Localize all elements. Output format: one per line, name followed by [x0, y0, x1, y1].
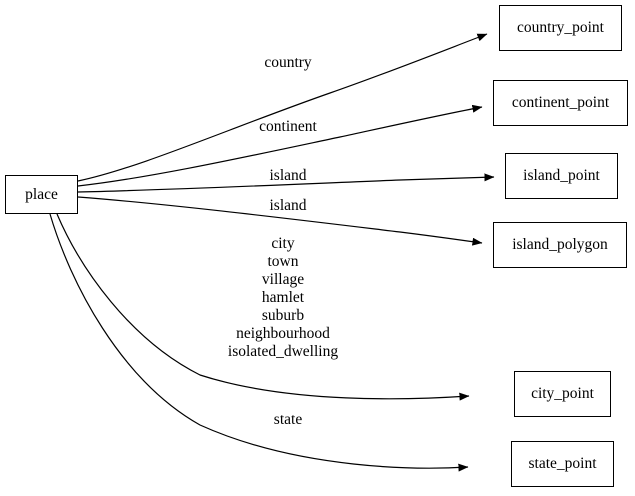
edge-label-line: hamlet	[261, 289, 305, 306]
node-island_polygon[interactable]: island_polygon	[493, 222, 627, 268]
node-country_point[interactable]: country_point	[499, 5, 622, 51]
node-city_point[interactable]: city_point	[514, 371, 611, 417]
edge-paths	[49, 33, 495, 472]
edge-place-to-continent_point	[77, 104, 483, 187]
node-state_point[interactable]: state_point	[511, 441, 614, 487]
edge-label-place-to-state_point: state	[274, 411, 302, 429]
node-place[interactable]: place	[5, 175, 78, 214]
edge-label-line: city	[271, 235, 295, 252]
node-island_point[interactable]: island_point	[505, 153, 618, 199]
node-continent_point[interactable]: continent_point	[493, 80, 628, 126]
edge-place-to-city_point	[56, 213, 470, 401]
edge-place-to-island_polygon	[77, 196, 483, 246]
edge-label-place-to-island_polygon: island	[269, 197, 306, 215]
edge-label-line: island	[269, 167, 307, 184]
edge-place-to-island_point	[77, 173, 495, 193]
edge-label-line: state	[273, 411, 303, 428]
edge-label-place-to-island_point: island	[269, 167, 306, 185]
edge-label-line: island	[269, 197, 307, 214]
edge-label-line: isolated_dwelling	[227, 343, 339, 360]
edge-label-line: village	[261, 271, 305, 288]
edge-label-place-to-continent_point: continent	[259, 118, 317, 136]
edge-place-to-country_point	[77, 33, 488, 182]
edge-label-line: town	[267, 253, 299, 270]
edge-place-to-state_point	[49, 213, 469, 472]
edge-label-place-to-country_point: country	[264, 54, 311, 72]
edge-label-line: continent	[259, 118, 317, 135]
edge-label-line: suburb	[261, 307, 305, 324]
edge-label-line: country	[264, 54, 312, 71]
edge-label-line: neighbourhood	[236, 325, 330, 342]
